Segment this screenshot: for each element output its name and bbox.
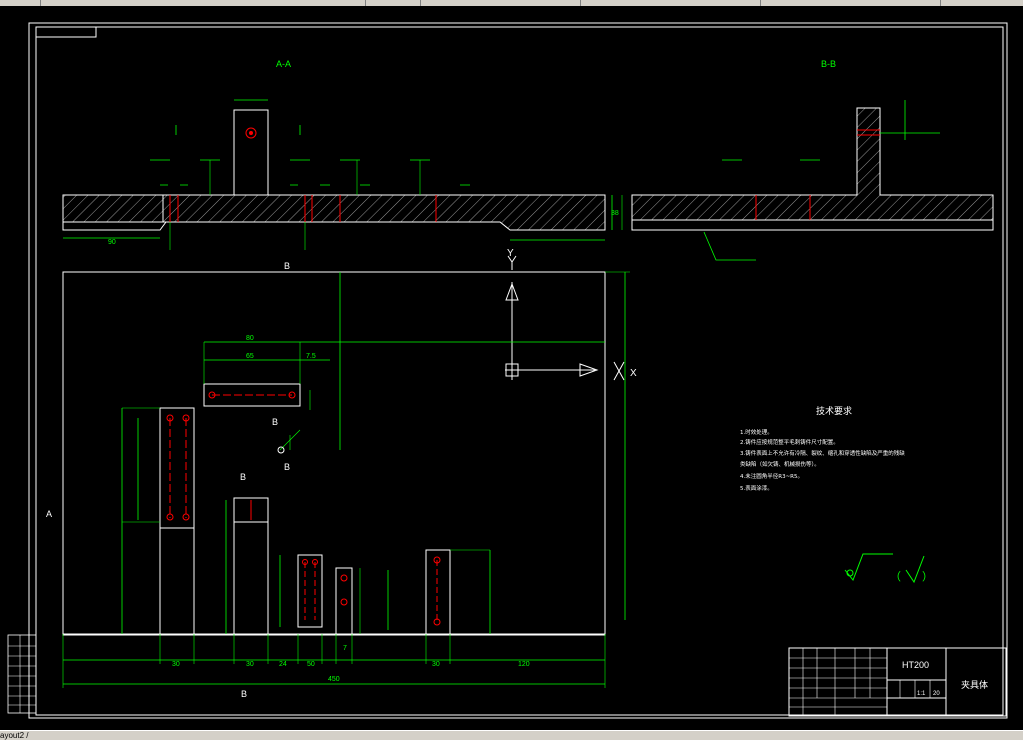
corner-label-box: [35, 26, 97, 38]
dim-80: 80: [246, 335, 254, 342]
section-label-bb: B-B: [821, 59, 836, 69]
dim-24: 24: [279, 661, 287, 668]
roughness-paren-close: ）: [922, 570, 933, 583]
dim-30-b: 30: [246, 661, 254, 668]
view-marker-b-bottom: B: [241, 689, 247, 699]
axis-label-x: X: [630, 368, 637, 379]
axis-label-y: Y: [507, 248, 514, 259]
tech-requirements-title: 技术要求: [816, 405, 852, 417]
toolbar-separator: [580, 0, 581, 6]
tech-line-3: 3.铸件表面上不允许有冷隔、裂纹、缩孔和穿透性缺陷及严重的残缺: [740, 449, 905, 457]
dim-30-a: 30: [172, 661, 180, 668]
view-marker-a-left: A: [46, 509, 52, 519]
section-label-aa: A-A: [276, 59, 291, 69]
titleblock-part-name: 夹具体: [961, 679, 988, 691]
dim-65: 65: [246, 353, 254, 360]
section-aa-view: [62, 99, 613, 250]
view-marker-b-top: B: [284, 261, 290, 271]
cad-drawing: A-A B-B B B A B B B 90 450 120 80 65 7.5…: [7, 22, 1008, 719]
view-marker-b-mid2: B: [284, 462, 290, 472]
section-bb-view: [621, 100, 994, 261]
layout-tabs-bar: ayout2 /: [0, 730, 1023, 740]
tech-line-2: 2.铸件应按规范整平毛刺铸件尺寸配置。: [740, 438, 839, 446]
roughness-paren-open: （: [890, 570, 901, 583]
layout-tab[interactable]: ayout2 /: [0, 731, 29, 740]
titleblock-material: HT200: [902, 660, 929, 670]
toolbar-separator: [365, 0, 366, 6]
roughness-symbols: [844, 553, 925, 584]
dim-120: 120: [518, 661, 530, 668]
dim-38: 38: [611, 210, 619, 217]
tech-line-1: 1.时效处理。: [740, 428, 773, 436]
dim-450: 450: [328, 676, 340, 683]
dim-7-5: 7.5: [306, 353, 316, 360]
sheet-inner-border: [35, 26, 1004, 716]
dim-50: 50: [307, 661, 315, 668]
toolbar-separator: [420, 0, 421, 6]
titleblock-scale: 1:1: [917, 691, 926, 697]
view-marker-b-left: B: [240, 472, 246, 482]
toolbar-separator: [40, 0, 41, 6]
dim-90: 90: [108, 239, 116, 246]
title-block: [788, 647, 1007, 717]
titleblock-sheet: 20: [933, 691, 940, 697]
tech-line-5: 4.未注圆角半径R3~R5。: [740, 472, 803, 480]
tech-line-6: 5.表面涂漆。: [740, 484, 773, 492]
drawing-canvas[interactable]: A-A B-B B B A B B B 90 450 120 80 65 7.5…: [0, 6, 1023, 730]
dim-30-c: 30: [432, 661, 440, 668]
dim-7: 7: [343, 645, 347, 652]
view-marker-b-mid: B: [272, 417, 278, 427]
revision-table: [7, 634, 37, 714]
sheet-outer-border: [28, 22, 1008, 719]
tech-line-4: 类缺陷（如欠铸、机械损伤等）。: [740, 460, 820, 468]
plan-view: [62, 255, 630, 688]
toolbar-separator: [760, 0, 761, 6]
toolbar-separator: [940, 0, 941, 6]
